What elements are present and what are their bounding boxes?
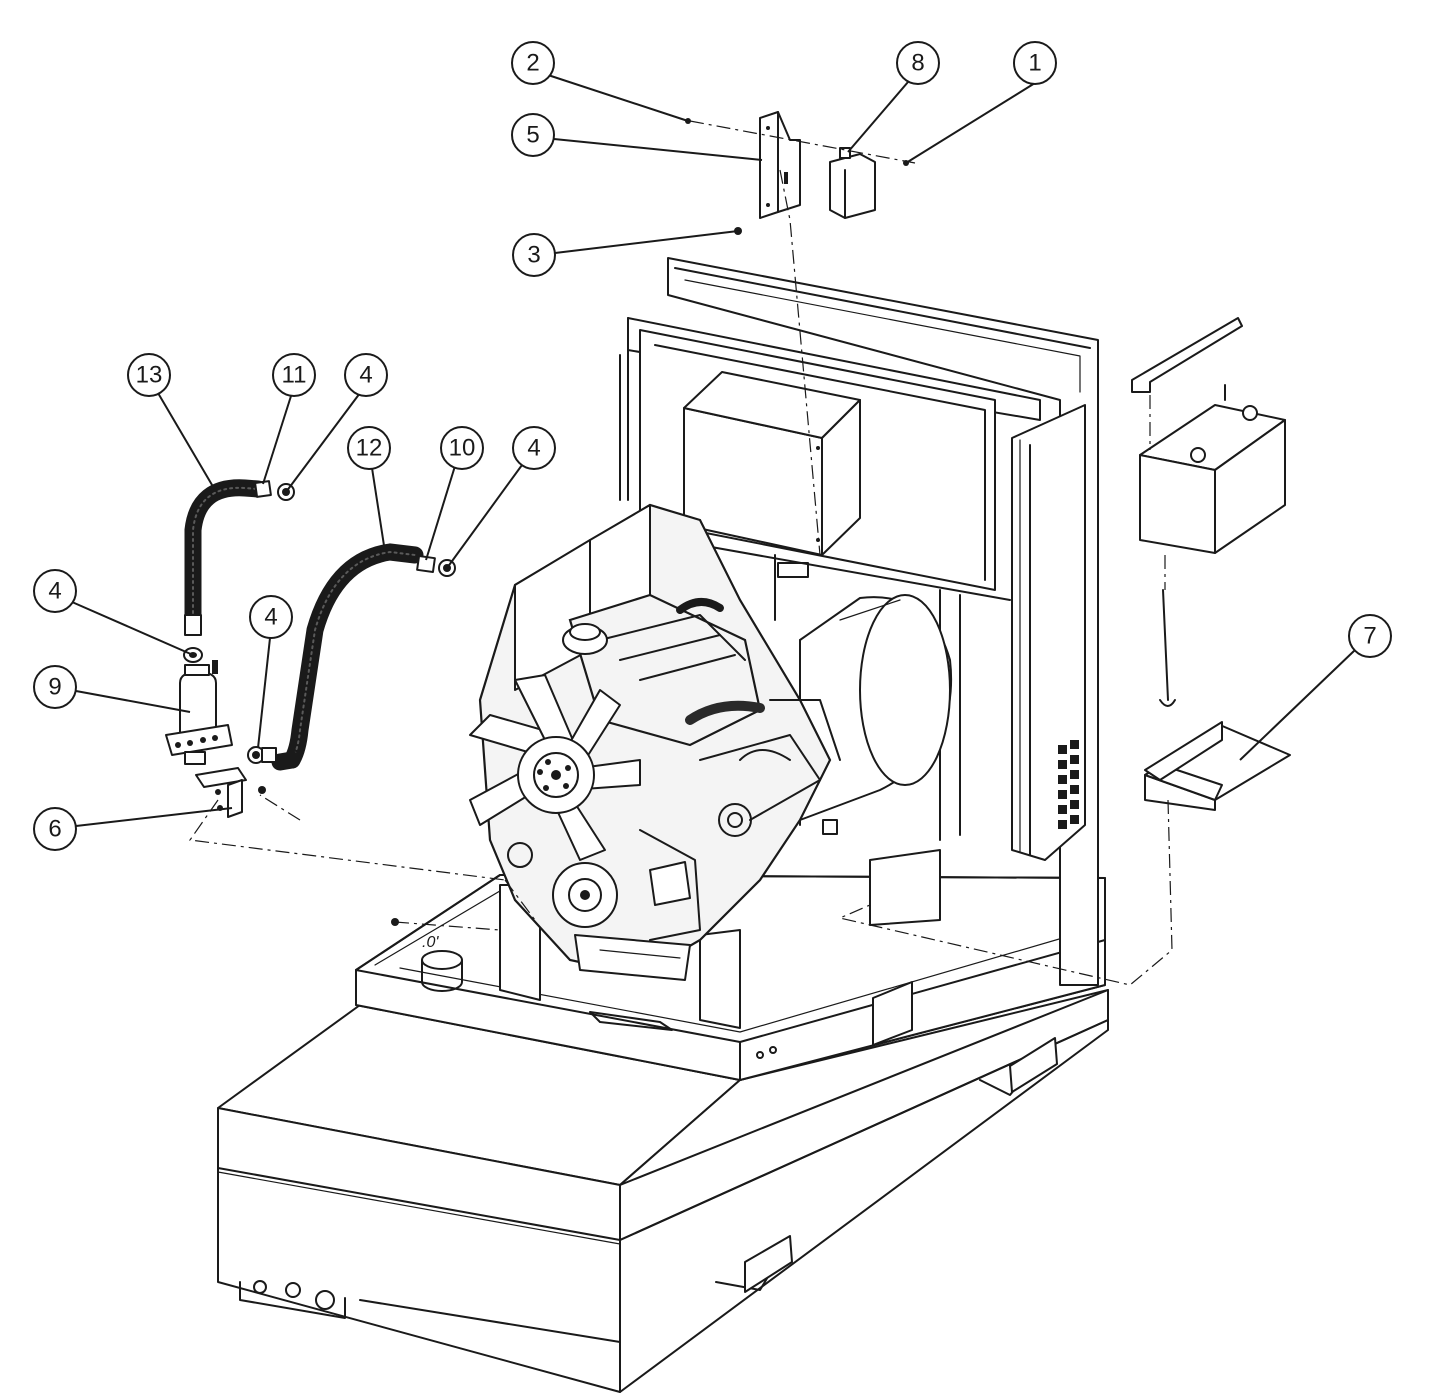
mounting-bracket-part-5 (759, 111, 801, 219)
filter-bracket-part-6 (195, 767, 266, 818)
battery-hold-down-rod (1159, 589, 1176, 707)
callout-3 (512, 233, 556, 277)
cooling-fan (469, 674, 641, 861)
callout-4d-label: 4 (264, 604, 277, 631)
callout-12 (347, 426, 391, 470)
fuel-hose-part-12 (271, 543, 424, 771)
callout-2-label: 2 (526, 50, 539, 77)
callout-5 (511, 113, 555, 157)
leader-4d (257, 637, 271, 749)
leader-2 (547, 74, 689, 122)
callout-4b (512, 426, 556, 470)
callout-11-label: 11 (282, 362, 307, 389)
clamp-part-4d (247, 746, 277, 764)
engine-assembly (469, 503, 841, 981)
callout-13-label: 13 (136, 362, 163, 389)
leader-11 (262, 395, 292, 485)
relay-box-part-8 (829, 147, 876, 219)
leader-4a (285, 392, 361, 493)
leader-8 (847, 81, 909, 153)
leader-5 (553, 138, 763, 161)
callout-7-label: 7 (1363, 623, 1376, 650)
enclosure-frame (619, 257, 1099, 986)
callout-8 (896, 41, 940, 85)
callout-6-label: 6 (48, 816, 61, 843)
callout-9-label: 9 (48, 674, 61, 701)
callout-9 (33, 665, 77, 709)
leader-9 (75, 690, 191, 713)
callout-13 (127, 353, 171, 397)
callout-3-label: 3 (527, 242, 540, 269)
battery-tray-part-7 (1144, 721, 1291, 811)
callout-10 (440, 426, 484, 470)
alternator (799, 594, 953, 826)
callout-4b-label: 4 (527, 435, 540, 462)
callout-4d (249, 595, 293, 639)
callout-11 (272, 353, 316, 397)
callout-4c (33, 569, 77, 613)
base-mark-text: .0' (422, 934, 439, 951)
callout-1-label: 1 (1028, 50, 1041, 77)
callout-12-label: 12 (356, 435, 383, 462)
battery-hold-down-bracket (1131, 317, 1243, 393)
leader-12 (371, 467, 386, 553)
leader-3 (554, 230, 739, 254)
leader-7 (1239, 649, 1356, 761)
leader-13 (157, 392, 216, 491)
fuel-hose-part-13 (184, 479, 267, 636)
callout-5-label: 5 (526, 122, 539, 149)
base-fuel-tank (217, 989, 1109, 1393)
callout-8-label: 8 (911, 50, 924, 77)
fuel-filter-part-9 (165, 660, 233, 765)
leader-1 (905, 82, 1036, 164)
callout-4c-label: 4 (48, 578, 61, 605)
callout-10-label: 10 (449, 435, 476, 462)
leader-4c (71, 601, 194, 656)
battery (1139, 384, 1286, 554)
callout-4a-label: 4 (359, 362, 372, 389)
callout-group: 1 2 3 4 4 4 4 5 6 7 (33, 41, 1392, 851)
vent-grille (1058, 740, 1079, 829)
leader-4b (446, 464, 523, 569)
callout-1 (1013, 41, 1057, 85)
assembly-centerlines (188, 120, 1173, 986)
leader-10 (425, 465, 456, 561)
callout-7 (1348, 614, 1392, 658)
callout-4a (344, 353, 388, 397)
callout-2 (511, 41, 555, 85)
leader-6 (75, 807, 233, 827)
callout-6 (33, 807, 77, 851)
hose-fitting-part-11 (254, 480, 272, 498)
